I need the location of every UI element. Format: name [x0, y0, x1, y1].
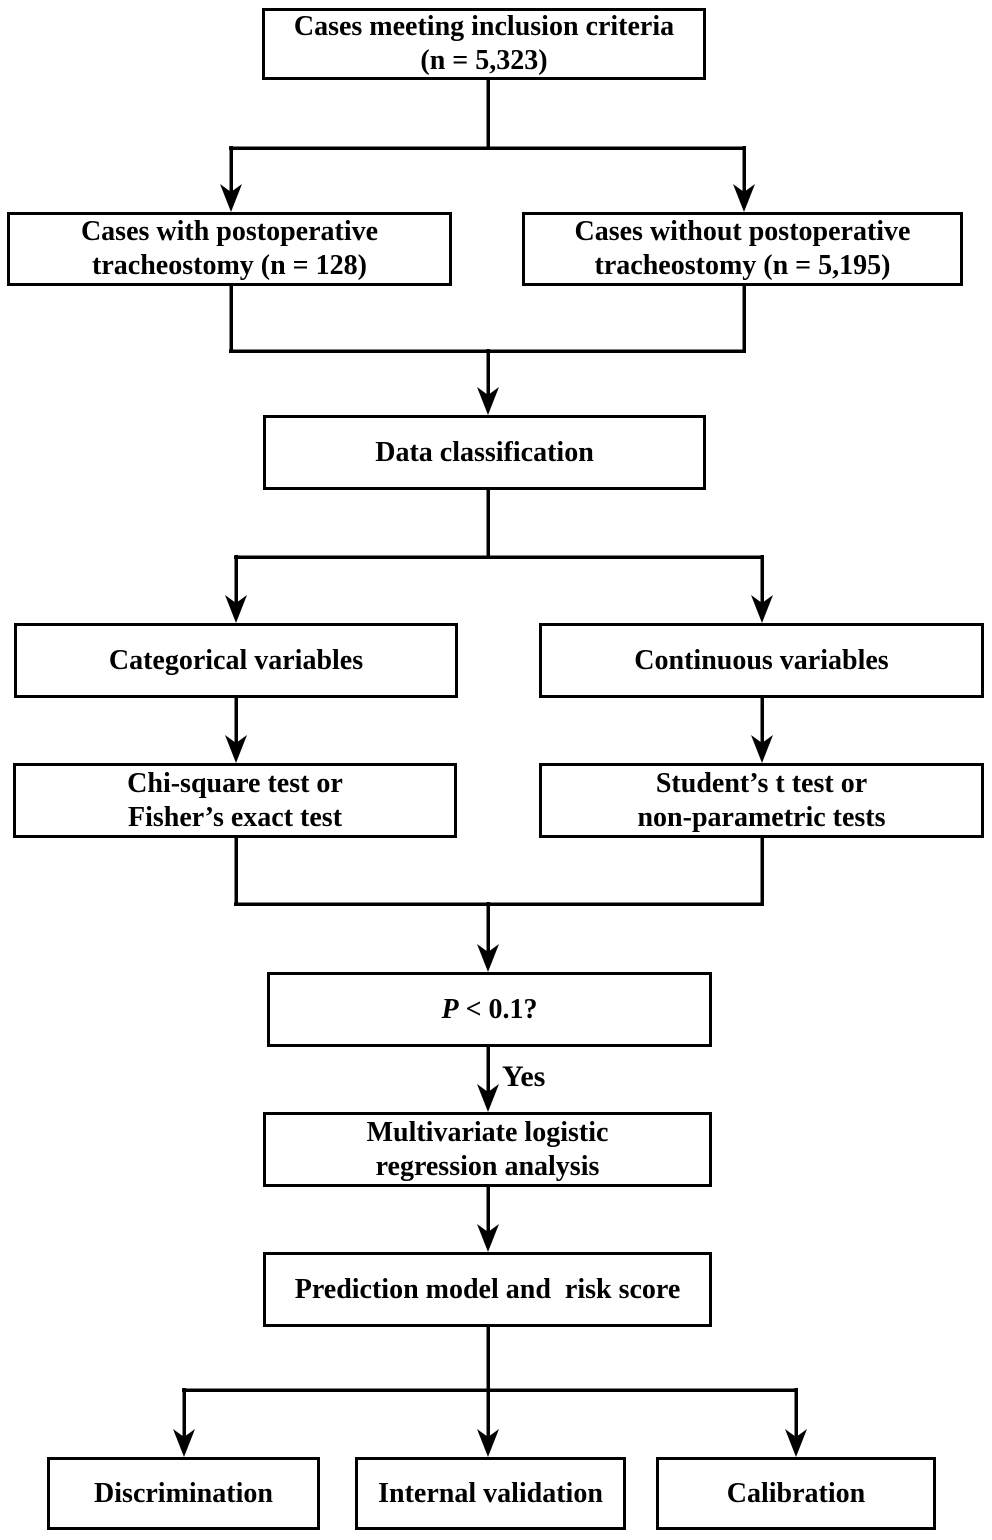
- node-chi-square-test: Chi-square test or Fisher’s exact test: [13, 763, 457, 838]
- without-tracheostomy-line2: tracheostomy (n = 5,195): [594, 250, 891, 281]
- arrowhead-multivariate: [477, 1084, 499, 1112]
- arrowhead-without-tracheostomy: [733, 184, 755, 212]
- node-internal-validation: Internal validation: [355, 1457, 626, 1530]
- internal-validation-label: Internal validation: [378, 1477, 603, 1509]
- arrowhead-continuous: [751, 595, 773, 623]
- node-calibration: Calibration: [656, 1457, 936, 1530]
- with-tracheostomy-line1: Cases with postoperative: [80, 216, 379, 247]
- arrowhead-categorical: [225, 595, 247, 623]
- chi-square-line1: Chi-square test or: [127, 767, 343, 799]
- edge-label-yes: Yes: [502, 1060, 546, 1093]
- student-t-line1: Student’s t test or: [655, 767, 868, 799]
- discrimination-label: Discrimination: [94, 1477, 273, 1509]
- multivariate-line2: regression analysis: [375, 1150, 600, 1182]
- node-student-t-test: Student’s t test or non-parametric tests: [539, 763, 984, 838]
- p-threshold-label: P < 0.1?: [441, 993, 537, 1027]
- calibration-label: Calibration: [726, 1477, 866, 1509]
- arrowhead-calibration: [785, 1429, 807, 1457]
- node-without-tracheostomy: Cases without postoperative tracheostomy…: [522, 212, 963, 286]
- arrowhead-chi-square: [225, 735, 247, 763]
- multivariate-line1: Multivariate logistic: [366, 1116, 609, 1148]
- student-t-line2: non-parametric tests: [637, 801, 886, 833]
- arrowhead-prediction: [477, 1224, 499, 1252]
- arrowhead-p-threshold: [477, 944, 499, 972]
- chi-square-line2: Fisher’s exact test: [127, 801, 343, 833]
- node-categorical-variables: Categorical variables: [14, 623, 458, 698]
- continuous-label: Continuous variables: [634, 644, 889, 676]
- categorical-label: Categorical variables: [108, 644, 364, 676]
- node-discrimination: Discrimination: [47, 1457, 320, 1530]
- inclusion-line1: Cases meeting inclusion criteria: [293, 11, 675, 42]
- node-inclusion-criteria: Cases meeting inclusion criteria (n = 5,…: [262, 8, 706, 80]
- without-tracheostomy-line1: Cases without postoperative: [574, 216, 911, 247]
- with-tracheostomy-line2: tracheostomy (n = 128): [92, 250, 367, 281]
- node-p-threshold: P < 0.1?: [267, 972, 712, 1047]
- node-continuous-variables: Continuous variables: [539, 623, 984, 698]
- prediction-label: Prediction model and risk score: [294, 1273, 681, 1305]
- node-multivariate-regression: Multivariate logistic regression analysi…: [263, 1112, 712, 1187]
- node-prediction-model: Prediction model and risk score: [263, 1252, 712, 1327]
- arrowhead-student-t: [751, 735, 773, 763]
- inclusion-line2: (n = 5,323): [420, 45, 548, 76]
- arrowhead-internal-validation: [477, 1429, 499, 1457]
- node-data-classification: Data classification: [263, 415, 706, 490]
- node-with-tracheostomy: Cases with postoperative tracheostomy (n…: [7, 212, 452, 286]
- p-symbol: P: [441, 993, 459, 1025]
- arrowhead-data-classification: [477, 387, 499, 415]
- arrowhead-discrimination: [173, 1429, 195, 1457]
- data-classification-label: Data classification: [375, 436, 594, 468]
- arrowhead-with-tracheostomy: [220, 184, 242, 212]
- p-threshold-rest: < 0.1?: [458, 993, 538, 1025]
